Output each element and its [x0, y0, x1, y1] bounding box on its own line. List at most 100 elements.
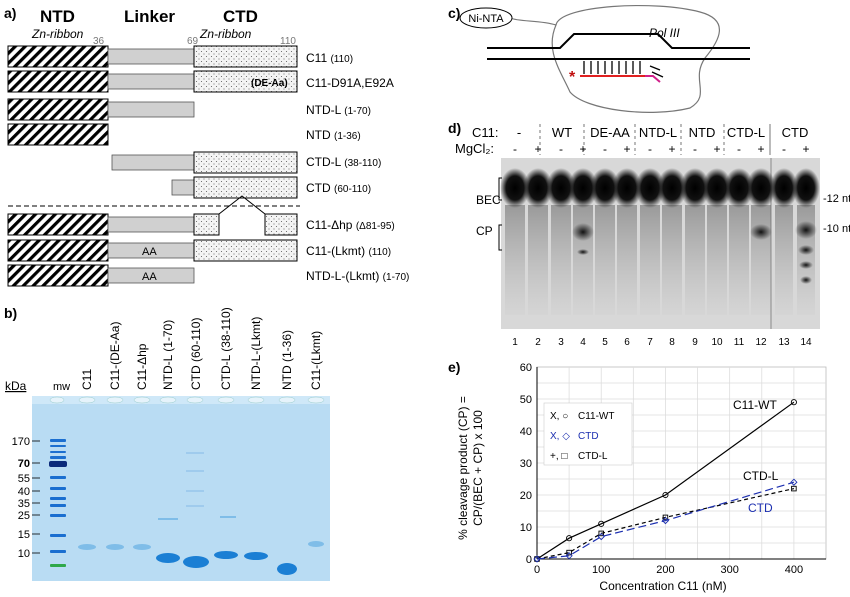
- gel-image: [32, 396, 330, 581]
- marker-40: 40: [18, 486, 30, 498]
- kda-label: kDa: [5, 379, 27, 393]
- legend-symbols-ctd: X, ◇: [550, 431, 570, 442]
- construct-label-ctd: CTD (60-110): [306, 181, 371, 195]
- data-point-ctdl: [791, 485, 797, 492]
- mg-sign-13: -: [782, 142, 786, 156]
- construct-label-ntd: NTD (1-36): [306, 128, 361, 142]
- data-point-ctd: [790, 478, 798, 486]
- header-ntd: NTD: [40, 7, 75, 26]
- dna-top-strand: [487, 33, 750, 49]
- data-point-ctd: [661, 516, 670, 525]
- mg-signs: -+-+-+-+-+-+-+: [513, 142, 810, 156]
- lane-number-9: 9: [692, 337, 698, 348]
- mg-sign-9: -: [693, 142, 697, 156]
- de-aa-tag: (DE-Aa): [251, 78, 288, 89]
- lane-number-1: 1: [512, 337, 518, 348]
- lane-number-8: 8: [669, 337, 675, 348]
- panel-b-letter: b): [4, 305, 17, 321]
- data-point-ctdl: [662, 514, 669, 521]
- marker-25: 25: [18, 510, 30, 522]
- aa-tag-1: AA: [142, 246, 157, 258]
- c11-row-label: C11:: [472, 125, 499, 140]
- lane-number-5: 5: [602, 337, 608, 348]
- lane-label-9: C11-(Lkmt): [309, 331, 323, 390]
- legend-label-ctd: CTD: [578, 431, 599, 442]
- lane-number-11: 11: [734, 337, 745, 348]
- x-tick-label: 300: [720, 564, 738, 576]
- legend-box: [543, 402, 633, 466]
- construct-label-c11-de: C11-D91A,E92A: [306, 76, 394, 90]
- y-tick-label: 0: [526, 554, 532, 566]
- mg-sign-10: +: [713, 142, 720, 156]
- mg-sign-8: +: [668, 142, 675, 156]
- x-axis-label: Concentration C11 (nM): [599, 579, 726, 593]
- y-axis-label-line1: % cleavage product (CP) =: [456, 396, 470, 540]
- position-110: 110: [280, 36, 296, 47]
- construct-label-c11: C11 (110): [306, 51, 353, 65]
- group-label-4: NTD: [689, 125, 716, 140]
- x-tick-label: 200: [656, 564, 674, 576]
- mg-sign-2: +: [534, 142, 541, 156]
- lane-label-2: C11-(DE-Aa): [108, 322, 122, 390]
- lane-number-10: 10: [711, 337, 723, 348]
- nt10-label: -10 nt: [823, 223, 850, 235]
- header-linker: Linker: [124, 7, 175, 26]
- bec-label: BEC: [476, 193, 501, 207]
- mg-sign-6: +: [623, 142, 630, 156]
- construct-label-c11-dhp: C11-Δhp (Δ81-95): [306, 218, 395, 232]
- group-label-3: NTD-L: [639, 125, 677, 140]
- position-69: 69: [187, 36, 199, 47]
- mg-sign-11: -: [737, 142, 741, 156]
- group-label-6: CTD: [782, 125, 809, 140]
- lane-number-12: 12: [755, 337, 767, 348]
- lane-label-7: NTD-L-(Lkmt): [249, 317, 263, 390]
- lane-label-mw: mw: [53, 381, 70, 393]
- series-label-ctdl: CTD-L: [743, 469, 779, 483]
- lane-number-6: 6: [624, 337, 630, 348]
- marker-70: 70: [18, 458, 30, 470]
- series-line-ctd: [536, 481, 795, 560]
- legend-symbols-ctdl: +, □: [550, 451, 567, 462]
- lane-label-5: CTD (60-110): [189, 318, 203, 390]
- mg-sign-4: +: [579, 142, 586, 156]
- mg-sign-14: +: [802, 142, 809, 156]
- mgcl2-row-label: MgCl₂:: [455, 141, 494, 156]
- lane-label-6: CTD-L (38-110): [219, 307, 233, 390]
- ninta-label: Ni-NTA: [468, 13, 504, 25]
- mg-sign-1: -: [513, 142, 517, 156]
- header-ctd: CTD: [223, 7, 258, 26]
- lane-label-4: NTD-L (1-70): [161, 320, 175, 390]
- position-36: 36: [93, 36, 105, 47]
- data-point-ctdl: [566, 549, 572, 556]
- legend-symbols-c11wt: X, ○: [550, 411, 568, 422]
- x-tick-label: 400: [785, 564, 803, 576]
- panel-d-letter: d): [448, 120, 461, 136]
- ninta-bead: [459, 7, 513, 29]
- data-point-ctd: [597, 532, 605, 541]
- panel-a-letter: a): [4, 5, 16, 21]
- marker-15: 15: [18, 529, 30, 541]
- legend-label-ctdl: CTD-L: [578, 451, 608, 462]
- data-point-ctdl: [598, 530, 604, 537]
- series-label-ctd: CTD: [748, 501, 773, 515]
- series-label-c11wt: C11-WT: [733, 398, 777, 412]
- y-tick-label: 40: [520, 426, 532, 438]
- group-label-2: DE-AA: [590, 125, 630, 140]
- mg-sign-12: +: [757, 142, 764, 156]
- mg-sign-5: -: [603, 142, 607, 156]
- panel-c: c) Ni-NTA Pol III *: [448, 4, 750, 113]
- marker-10: 10: [18, 548, 30, 560]
- subheader-ntd: Zn-ribbon: [31, 27, 84, 41]
- lane-number-2: 2: [535, 337, 541, 348]
- marker-170: 170: [12, 436, 30, 448]
- data-point-c11wt: [566, 535, 573, 542]
- y-tick-label: 20: [520, 490, 532, 502]
- series-line-c11-wt: [536, 401, 795, 560]
